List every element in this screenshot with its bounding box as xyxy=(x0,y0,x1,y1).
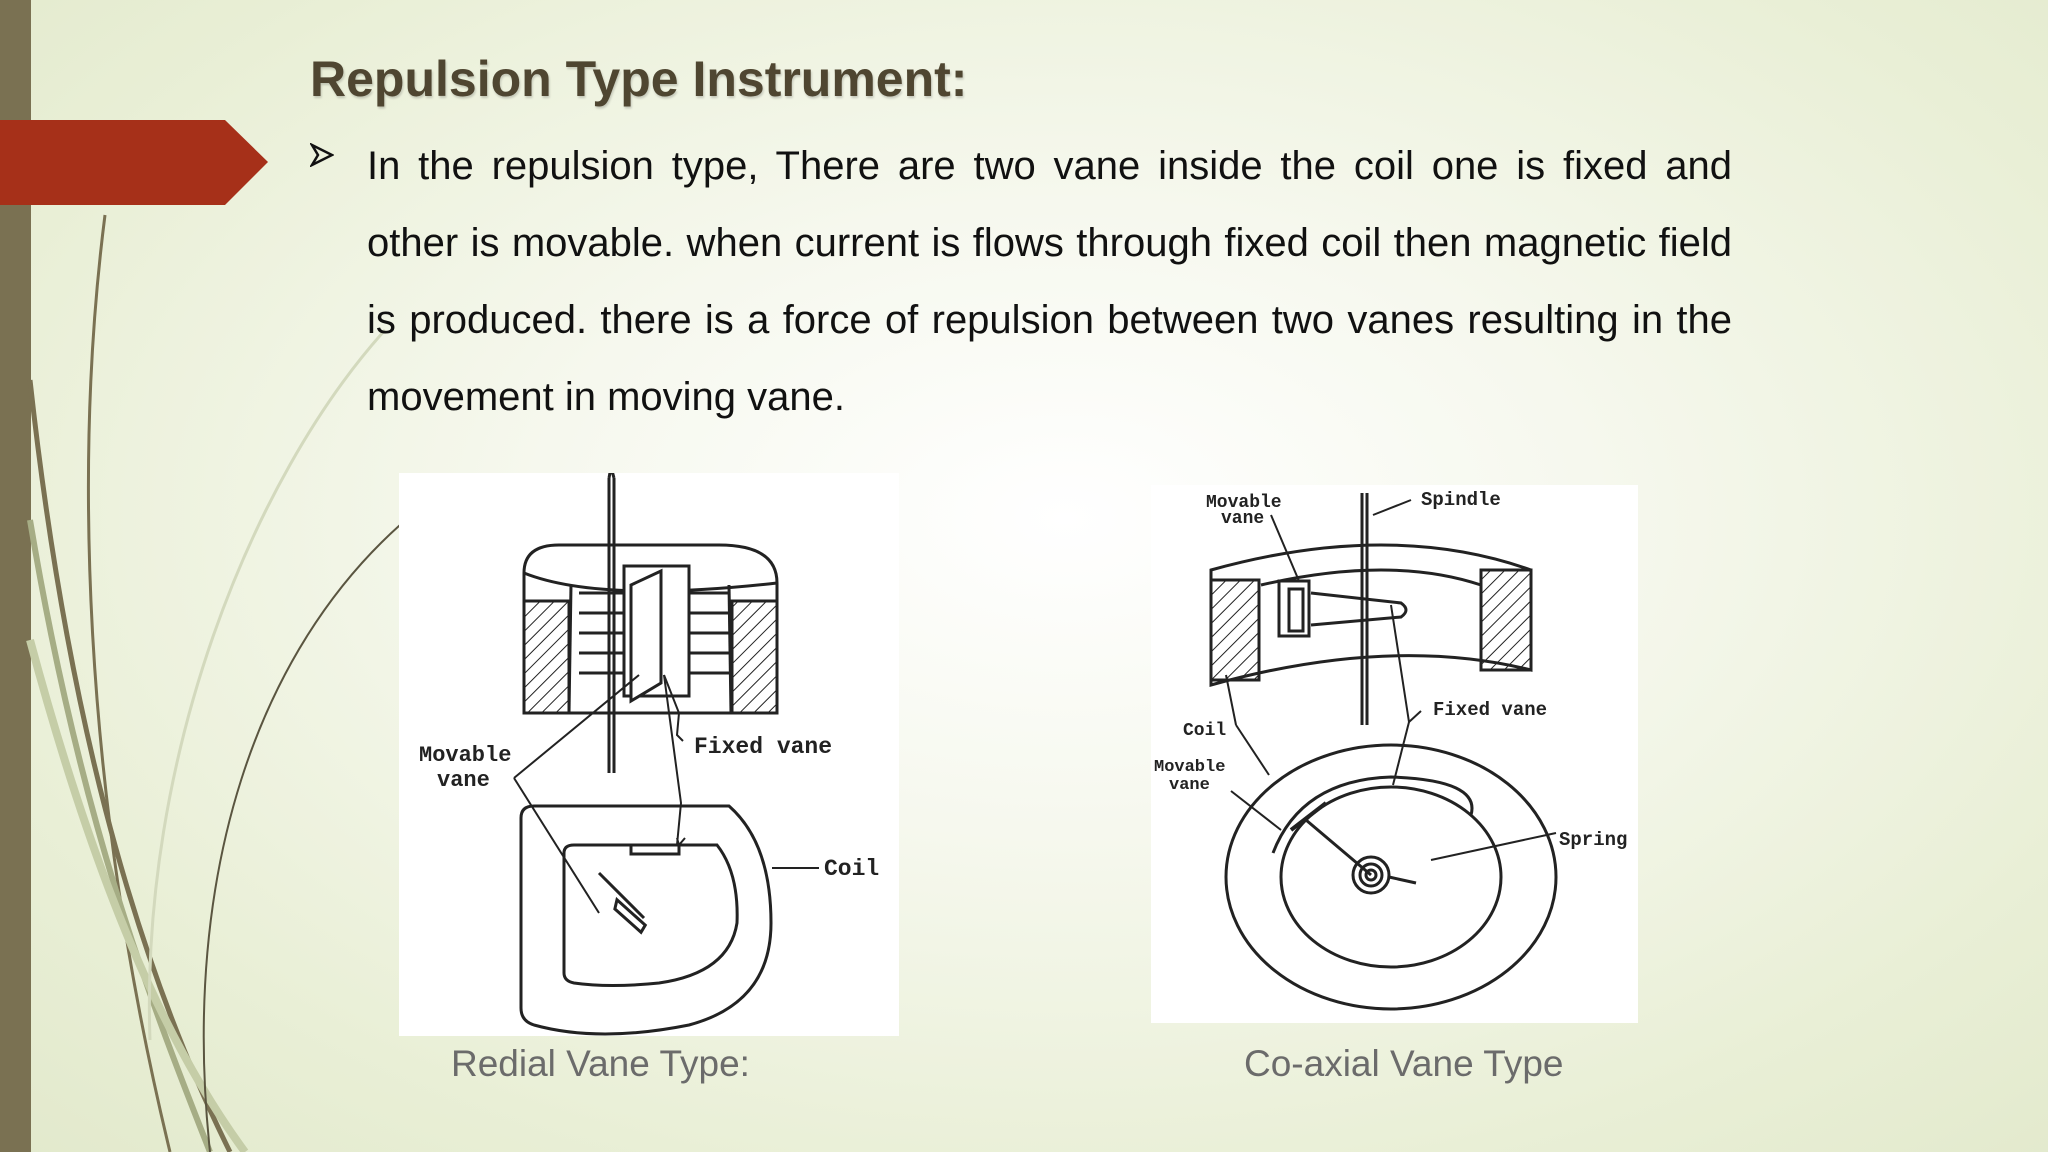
arrow-bullet-icon xyxy=(310,143,334,167)
coaxial-coil-body xyxy=(1209,543,1533,687)
decorative-curves xyxy=(26,214,401,1152)
coaxial-label-fixed-vane: Fixed vane xyxy=(1433,699,1547,721)
coaxial-label-movable-top-line2: vane xyxy=(1221,509,1264,529)
coaxial-spindle xyxy=(1360,493,1369,725)
coaxial-label-movable-top-line1: Movable xyxy=(1206,493,1282,513)
coaxial-label-spindle: Spindle xyxy=(1421,489,1501,511)
radial-label-fixed-vane: Fixed vane xyxy=(694,734,832,760)
coaxial-leader-lines xyxy=(1225,499,1557,861)
radial-leader-lines xyxy=(513,674,819,914)
coaxial-disc xyxy=(1224,743,1558,1011)
coaxial-label-movable-mid-line1: Movable xyxy=(1154,758,1225,777)
coaxial-vane-caption: Co-axial Vane Type xyxy=(1244,1043,1564,1084)
radial-vane-diagram: Movable vane Fixed vane Coil xyxy=(399,473,899,1036)
radial-label-movable-line1: Movable xyxy=(419,743,511,768)
coaxial-label-movable-mid-line2: vane xyxy=(1169,776,1210,795)
radial-spindle xyxy=(607,473,616,773)
radial-label-coil: Coil xyxy=(824,856,879,882)
bullet-paragraph: In the repulsion type, There are two van… xyxy=(367,144,1732,419)
radial-movable-vane xyxy=(597,871,648,935)
radial-quadrant-coil xyxy=(519,804,773,1036)
coaxial-vane-diagram: Movable vane Spindle Fixed vane Coil Mov… xyxy=(1151,485,1638,1023)
radial-vane-caption: Redial Vane Type: xyxy=(451,1043,750,1084)
slide-title: Repulsion Type Instrument: xyxy=(310,51,968,107)
coaxial-label-coil: Coil xyxy=(1183,721,1226,741)
radial-coil-body xyxy=(522,543,779,715)
radial-label-movable-line2: vane xyxy=(437,768,490,793)
coaxial-label-spring: Spring xyxy=(1559,829,1627,851)
accent-arrow-tab xyxy=(0,120,268,205)
